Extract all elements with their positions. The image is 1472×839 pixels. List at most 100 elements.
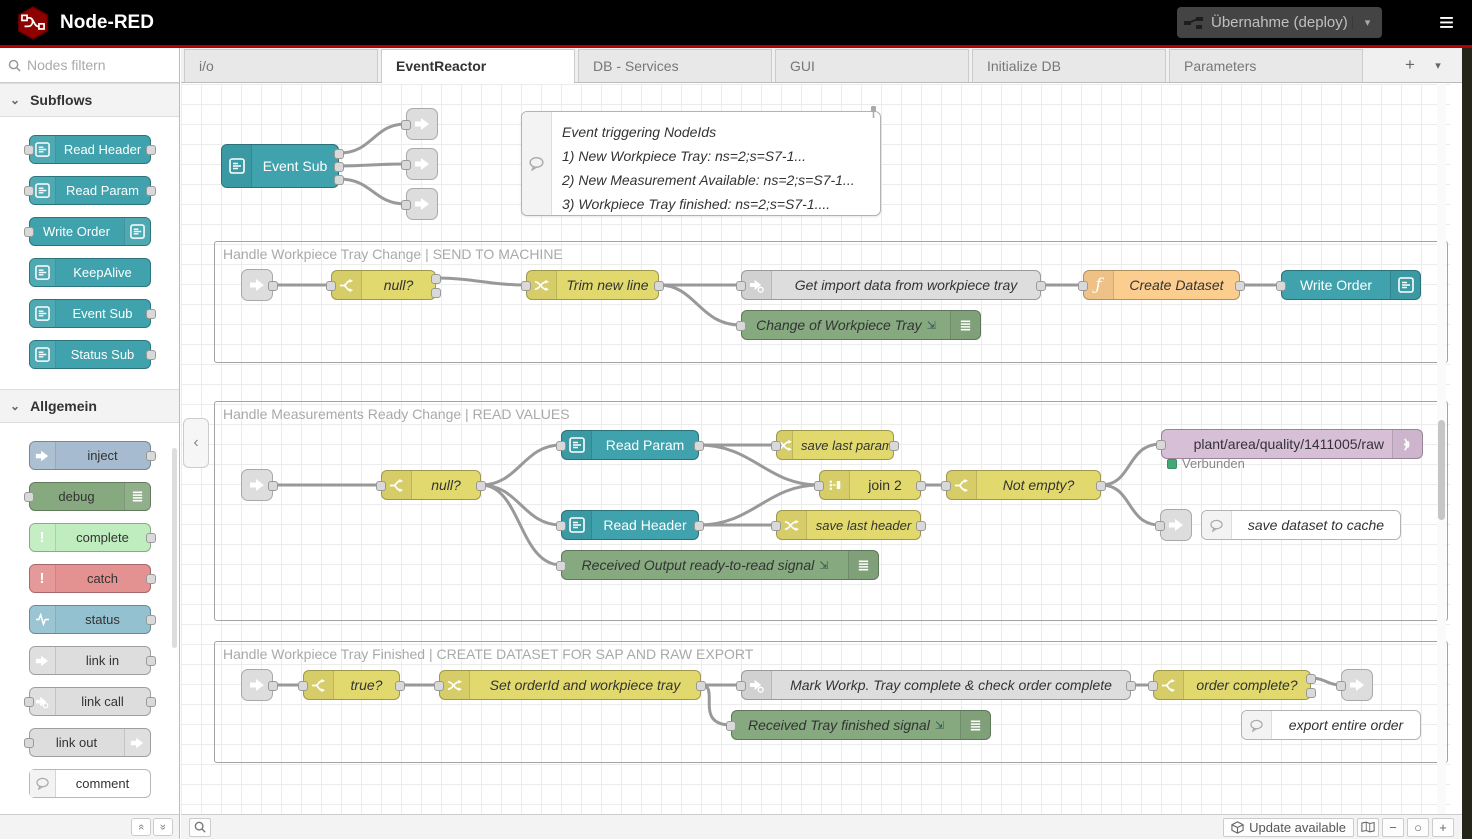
update-available-button[interactable]: Update available bbox=[1223, 817, 1354, 837]
tab-io[interactable]: i/o bbox=[184, 49, 378, 82]
scrollbar-thumb[interactable] bbox=[1438, 420, 1445, 520]
port-out[interactable] bbox=[431, 288, 441, 298]
node-link-out[interactable] bbox=[1336, 669, 1373, 701]
palette-item-inject[interactable]: inject bbox=[28, 441, 156, 470]
comment-node-export-order[interactable]: export entire order bbox=[1241, 710, 1421, 740]
port-out[interactable] bbox=[694, 441, 704, 451]
port-out[interactable] bbox=[1306, 674, 1316, 684]
node-link-out[interactable] bbox=[401, 148, 438, 180]
node-debug-received-output[interactable]: Received Output ready-to-read signal⇲ bbox=[556, 550, 879, 580]
port-in[interactable] bbox=[556, 561, 566, 571]
search-input[interactable] bbox=[27, 57, 157, 73]
expand-all-button[interactable]: « bbox=[153, 818, 173, 836]
port-in[interactable] bbox=[401, 160, 411, 170]
port-out[interactable] bbox=[654, 281, 664, 291]
port-in[interactable] bbox=[736, 281, 746, 291]
port-in[interactable] bbox=[298, 681, 308, 691]
node-link-call-mark-complete[interactable]: Mark Workp. Tray complete & check order … bbox=[736, 670, 1136, 700]
palette-item-link-call[interactable]: link call bbox=[23, 687, 156, 716]
port-in[interactable] bbox=[434, 681, 444, 691]
node-link-out[interactable] bbox=[401, 188, 438, 220]
navigator-button[interactable] bbox=[1357, 817, 1379, 837]
port-out[interactable] bbox=[1096, 481, 1106, 491]
add-tab-button[interactable]: + bbox=[1405, 55, 1415, 74]
port-out[interactable] bbox=[1036, 281, 1046, 291]
tab-eventreactor[interactable]: EventReactor bbox=[381, 49, 575, 83]
menu-icon[interactable]: ≡ bbox=[1438, 7, 1454, 37]
palette-item-complete[interactable]: ! complete bbox=[28, 523, 156, 552]
node-function-create-dataset[interactable]: ƒ Create Dataset bbox=[1078, 270, 1245, 300]
port-in[interactable] bbox=[326, 281, 336, 291]
node-change-save-last-header[interactable]: save last header bbox=[771, 510, 926, 540]
group-measurements-ready[interactable]: Handle Measurements Ready Change | READ … bbox=[214, 401, 1448, 621]
port-in[interactable] bbox=[1148, 681, 1158, 691]
palette-item-event-sub[interactable]: Event Sub bbox=[28, 299, 156, 328]
palette-item-link-in[interactable]: link in bbox=[28, 646, 156, 675]
tab-list-icon[interactable]: ▾ bbox=[1435, 59, 1441, 72]
zoom-in-button[interactable]: + bbox=[1432, 817, 1454, 837]
node-switch-null2[interactable]: null? bbox=[376, 470, 486, 500]
port-out[interactable] bbox=[268, 681, 278, 691]
palette-item-debug[interactable]: debug bbox=[23, 482, 151, 511]
port-in[interactable] bbox=[771, 521, 781, 531]
canvas-scrollbar[interactable] bbox=[1437, 84, 1446, 814]
port-out[interactable] bbox=[889, 441, 899, 451]
node-switch-order-complete[interactable]: order complete? bbox=[1148, 670, 1316, 700]
node-link-in[interactable] bbox=[241, 469, 278, 501]
node-debug-change-of-tray[interactable]: Change of Workpiece Tray⇲ bbox=[736, 310, 981, 340]
port-out[interactable] bbox=[268, 481, 278, 491]
port-out[interactable] bbox=[1126, 681, 1136, 691]
palette-scrollbar[interactable] bbox=[172, 448, 177, 648]
port-out[interactable] bbox=[395, 681, 405, 691]
palette-item-status[interactable]: status bbox=[28, 605, 156, 634]
port-in[interactable] bbox=[1078, 281, 1088, 291]
palette-item-write-order[interactable]: Write Order bbox=[23, 217, 151, 246]
node-link-out[interactable] bbox=[1155, 509, 1192, 541]
node-debug-tray-finished[interactable]: Received Tray finished signal⇲ bbox=[726, 710, 991, 740]
group-workpiece-tray-finished[interactable]: Handle Workpiece Tray Finished | CREATE … bbox=[214, 641, 1448, 763]
palette-item-comment[interactable]: comment bbox=[28, 769, 151, 798]
flow-canvas[interactable]: Handle Workpiece Tray Change | SEND TO M… bbox=[181, 84, 1450, 814]
tab-db-services[interactable]: DB - Services bbox=[578, 49, 772, 82]
node-change-set-orderid[interactable]: Set orderId and workpiece tray bbox=[434, 670, 706, 700]
port-out[interactable] bbox=[334, 175, 344, 185]
tab-initialize-db[interactable]: Initialize DB bbox=[972, 49, 1166, 82]
node-switch-true[interactable]: true? bbox=[298, 670, 405, 700]
port-in[interactable] bbox=[1276, 281, 1286, 291]
node-link-in[interactable] bbox=[241, 669, 278, 701]
deploy-caret-icon[interactable]: ▾ bbox=[1352, 16, 1382, 29]
tab-gui[interactable]: GUI bbox=[775, 49, 969, 82]
port-out[interactable] bbox=[696, 681, 706, 691]
port-in[interactable] bbox=[771, 441, 781, 451]
node-switch-null[interactable]: null? bbox=[326, 270, 441, 300]
palette-item-status-sub[interactable]: Status Sub bbox=[28, 340, 156, 369]
zoom-out-button[interactable]: − bbox=[1382, 817, 1404, 837]
palette-item-read-param[interactable]: Read Param bbox=[23, 176, 156, 205]
port-in[interactable] bbox=[941, 481, 951, 491]
port-in[interactable] bbox=[1155, 521, 1165, 531]
node-mqtt-out[interactable]: plant/area/quality/1411005/raw bbox=[1156, 429, 1423, 459]
port-in[interactable] bbox=[401, 200, 411, 210]
palette-category-general[interactable]: ⌄ Allgemein bbox=[0, 389, 179, 423]
palette-item-catch[interactable]: ! catch bbox=[28, 564, 156, 593]
node-join-2[interactable]: join 2 bbox=[814, 470, 926, 500]
comment-node-save-dataset[interactable]: save dataset to cache bbox=[1201, 510, 1401, 540]
collapse-all-button[interactable]: « bbox=[131, 818, 151, 836]
port-out[interactable] bbox=[916, 521, 926, 531]
node-subflow-read-param[interactable]: Read Param bbox=[556, 430, 704, 460]
port-out[interactable] bbox=[694, 521, 704, 531]
deploy-button[interactable]: Übernahme (deploy) ▾ bbox=[1177, 7, 1382, 38]
group-workpiece-tray-change[interactable]: Handle Workpiece Tray Change | SEND TO M… bbox=[214, 241, 1448, 363]
port-out[interactable] bbox=[476, 481, 486, 491]
port-out[interactable] bbox=[431, 274, 441, 284]
port-in[interactable] bbox=[814, 481, 824, 491]
port-out[interactable] bbox=[1306, 688, 1316, 698]
node-subflow-read-header[interactable]: Read Header bbox=[556, 510, 704, 540]
palette-collapse-button[interactable]: ‹ bbox=[183, 418, 209, 468]
node-change-save-last-param[interactable]: save last param bbox=[771, 430, 899, 460]
port-in[interactable] bbox=[556, 521, 566, 531]
port-out[interactable] bbox=[268, 281, 278, 291]
node-switch-not-empty[interactable]: Not empty? bbox=[941, 470, 1106, 500]
node-event-sub[interactable]: Event Sub bbox=[221, 144, 344, 188]
port-out[interactable] bbox=[334, 149, 344, 159]
